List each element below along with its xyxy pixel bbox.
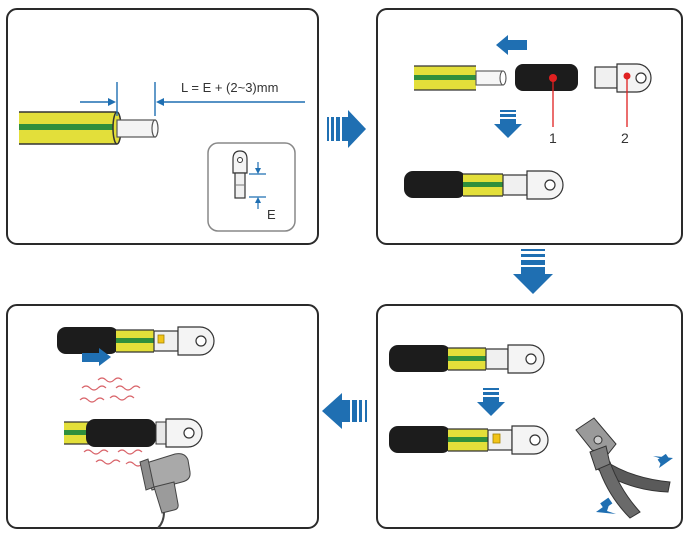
- ot-terminal-icon: 2: [594, 63, 652, 146]
- panel-strip-insulation: L = E + (2~3)mm E: [6, 8, 319, 245]
- stripped-cable: [414, 65, 507, 91]
- heat-shrink-sleeve: 1: [515, 64, 578, 146]
- callout-label-1: 1: [549, 130, 557, 146]
- finished-cable: [64, 418, 203, 448]
- panel-heat-shrink: [6, 304, 319, 529]
- strip-length-label: L = E + (2~3)mm: [181, 80, 278, 95]
- arrow-right-icon: [327, 110, 366, 148]
- arrow-left-icon: [496, 35, 527, 55]
- crimped-cable: [389, 425, 549, 455]
- assembled-cable: [404, 170, 564, 200]
- arrow-down-icon: [513, 249, 553, 294]
- callout-marker-1: [549, 74, 557, 82]
- ot-terminal-icon: [232, 150, 248, 199]
- arrow-right-icon: [82, 348, 111, 366]
- strip-length-dimension: [80, 82, 305, 116]
- stripped-cable: [19, 111, 159, 145]
- callout-label-2: 2: [621, 130, 629, 146]
- arrow-down-icon: [477, 388, 505, 416]
- terminal-inset: E: [207, 142, 296, 232]
- panel-assemble-parts: 1 2: [376, 8, 683, 245]
- inset-e-label: E: [267, 207, 276, 222]
- crimped-cable: [57, 326, 215, 356]
- crimping-tool-icon: [575, 417, 671, 519]
- panel-crimp-terminal: [376, 304, 683, 529]
- arrow-left-icon: [322, 393, 367, 429]
- arrow-down-icon: [494, 110, 522, 138]
- arrow-icon: [596, 453, 673, 514]
- heat-gun-icon: [139, 453, 191, 529]
- callout-marker-2: [623, 72, 631, 80]
- heat-waves: [79, 377, 151, 467]
- assembled-cable: [389, 344, 545, 374]
